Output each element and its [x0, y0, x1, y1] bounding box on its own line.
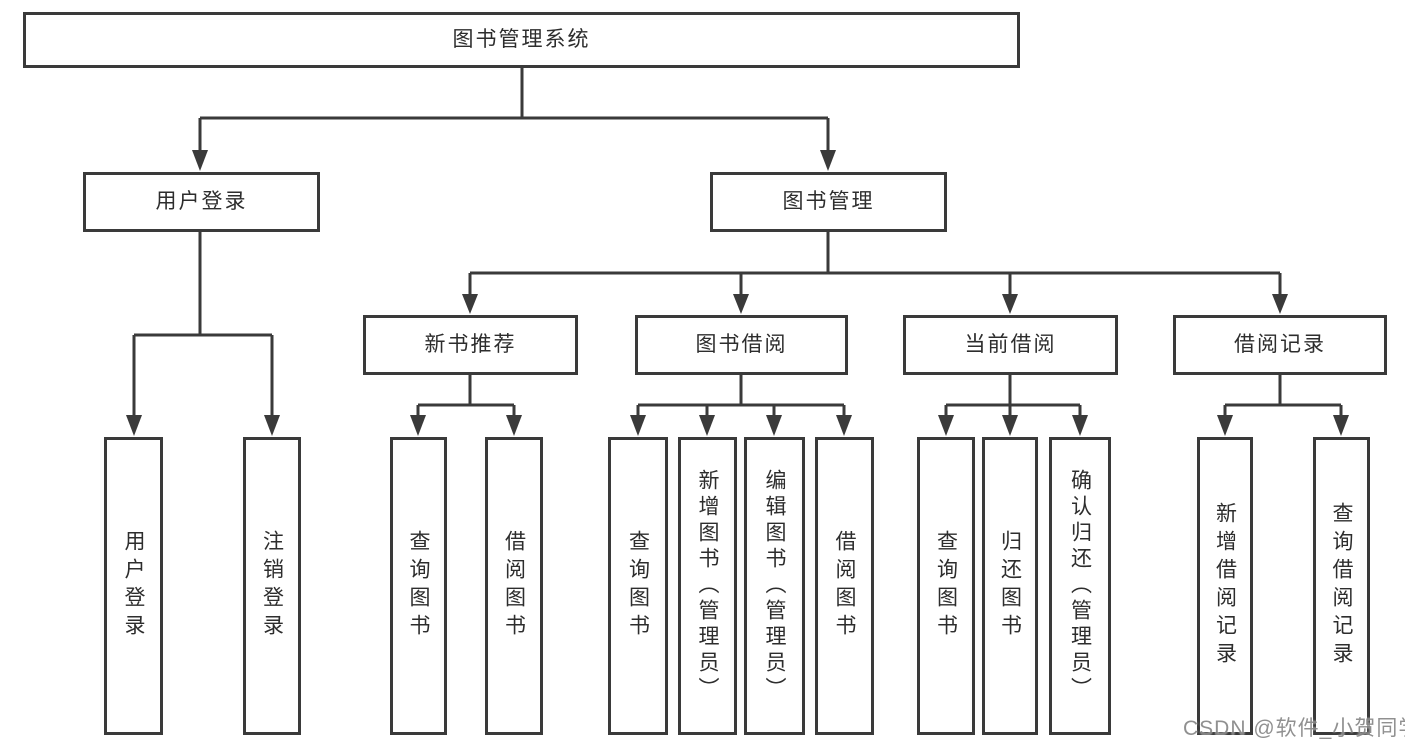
- node-borrow-records: 借阅记录: [1173, 315, 1387, 375]
- csdn-watermark: CSDN @软件_小贺同学: [1183, 717, 1405, 740]
- leaf-add-book-admin: 新增图书（管理员）: [678, 437, 737, 735]
- node-book-borrow-label: 图书借阅: [695, 333, 788, 357]
- node-root-label: 图书管理系统: [452, 28, 591, 52]
- leaf-borrow-book-recommend-label: 借阅图书: [502, 530, 526, 642]
- leaf-logout: 注销登录: [243, 437, 301, 735]
- leaf-borrow-book-label: 借阅图书: [833, 530, 857, 642]
- node-book-management: 图书管理: [710, 172, 947, 232]
- leaf-edit-book-admin: 编辑图书（管理员）: [744, 437, 805, 735]
- leaf-edit-book-admin-label: 编辑图书（管理员）: [763, 469, 787, 703]
- leaf-borrow-book: 借阅图书: [815, 437, 874, 735]
- node-borrow-records-label: 借阅记录: [1234, 333, 1326, 357]
- node-user-login-label: 用户登录: [155, 190, 248, 214]
- leaf-query-borrow-record: 查询借阅记录: [1313, 437, 1370, 735]
- node-book-management-label: 图书管理: [782, 190, 875, 214]
- leaf-query-book-recommend: 查询图书: [390, 437, 447, 735]
- leaf-query-book-current-label: 查询图书: [934, 530, 958, 642]
- leaf-add-book-admin-label: 新增图书（管理员）: [696, 469, 720, 703]
- leaf-logout-label: 注销登录: [260, 530, 284, 642]
- node-current-borrow: 当前借阅: [903, 315, 1118, 375]
- node-current-borrow-label: 当前借阅: [964, 333, 1057, 357]
- node-root: 图书管理系统: [23, 12, 1020, 68]
- leaf-confirm-return-admin: 确认归还（管理员）: [1049, 437, 1111, 735]
- leaf-user-login: 用户登录: [104, 437, 163, 735]
- node-user-login: 用户登录: [83, 172, 320, 232]
- node-book-borrow: 图书借阅: [635, 315, 848, 375]
- leaf-return-book: 归还图书: [982, 437, 1038, 735]
- leaf-query-book-recommend-label: 查询图书: [407, 530, 431, 642]
- leaf-add-borrow-record-label: 新增借阅记录: [1213, 502, 1237, 670]
- leaf-query-book-current: 查询图书: [917, 437, 975, 735]
- leaf-query-book-borrow-label: 查询图书: [626, 530, 650, 642]
- leaf-return-book-label: 归还图书: [998, 530, 1022, 642]
- node-new-book-recommend: 新书推荐: [363, 315, 578, 375]
- leaf-borrow-book-recommend: 借阅图书: [485, 437, 543, 735]
- leaf-query-book-borrow: 查询图书: [608, 437, 668, 735]
- leaf-user-login-label: 用户登录: [122, 530, 146, 642]
- leaf-confirm-return-admin-label: 确认归还（管理员）: [1068, 469, 1092, 703]
- leaf-query-borrow-record-label: 查询借阅记录: [1330, 502, 1354, 670]
- leaf-add-borrow-record: 新增借阅记录: [1197, 437, 1253, 735]
- node-new-book-recommend-label: 新书推荐: [424, 333, 517, 357]
